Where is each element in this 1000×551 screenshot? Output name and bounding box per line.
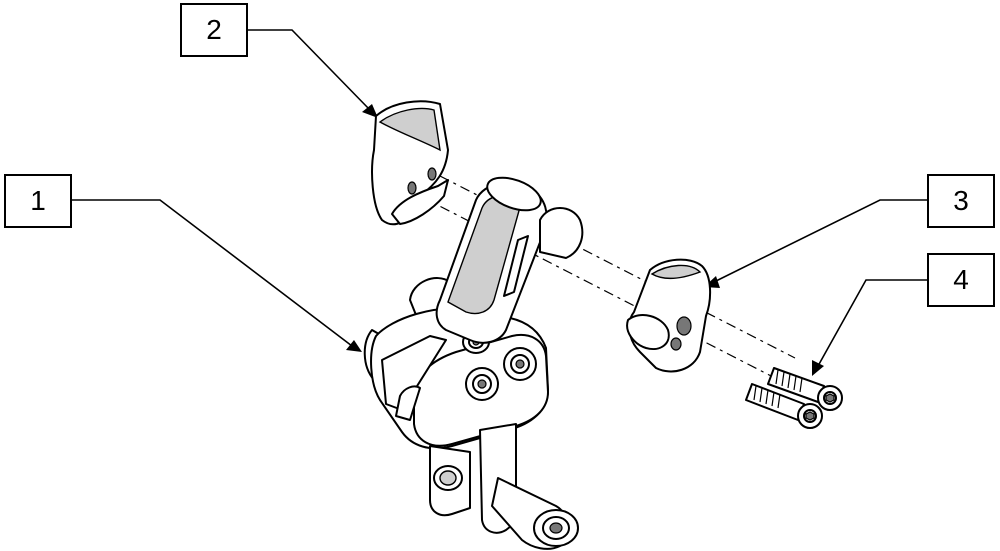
plate-bolt-left — [465, 367, 499, 401]
screw-upper — [767, 367, 843, 411]
leader-line-1 — [72, 199, 362, 352]
part-2-upper-clamp — [371, 100, 449, 226]
callout-3: 3 — [927, 174, 995, 228]
callout-3-label: 3 — [953, 185, 969, 216]
part-1-bracket-assembly — [363, 176, 584, 550]
leader-line-2 — [248, 29, 378, 118]
callout-4: 4 — [927, 253, 995, 307]
plate-bolt-right — [503, 347, 537, 381]
leader-line-4 — [812, 279, 927, 376]
part-4-screws — [745, 367, 843, 429]
callout-2-label: 2 — [206, 14, 222, 45]
callout-2: 2 — [180, 3, 248, 57]
callout-1: 1 — [4, 174, 72, 228]
assembly-centerlines — [419, 175, 796, 379]
callout-1-label: 1 — [30, 185, 46, 216]
part-3-lower-clamp — [626, 258, 712, 373]
leader-line-3 — [704, 199, 927, 288]
callout-4-label: 4 — [953, 264, 969, 295]
screw-lower — [745, 383, 823, 429]
